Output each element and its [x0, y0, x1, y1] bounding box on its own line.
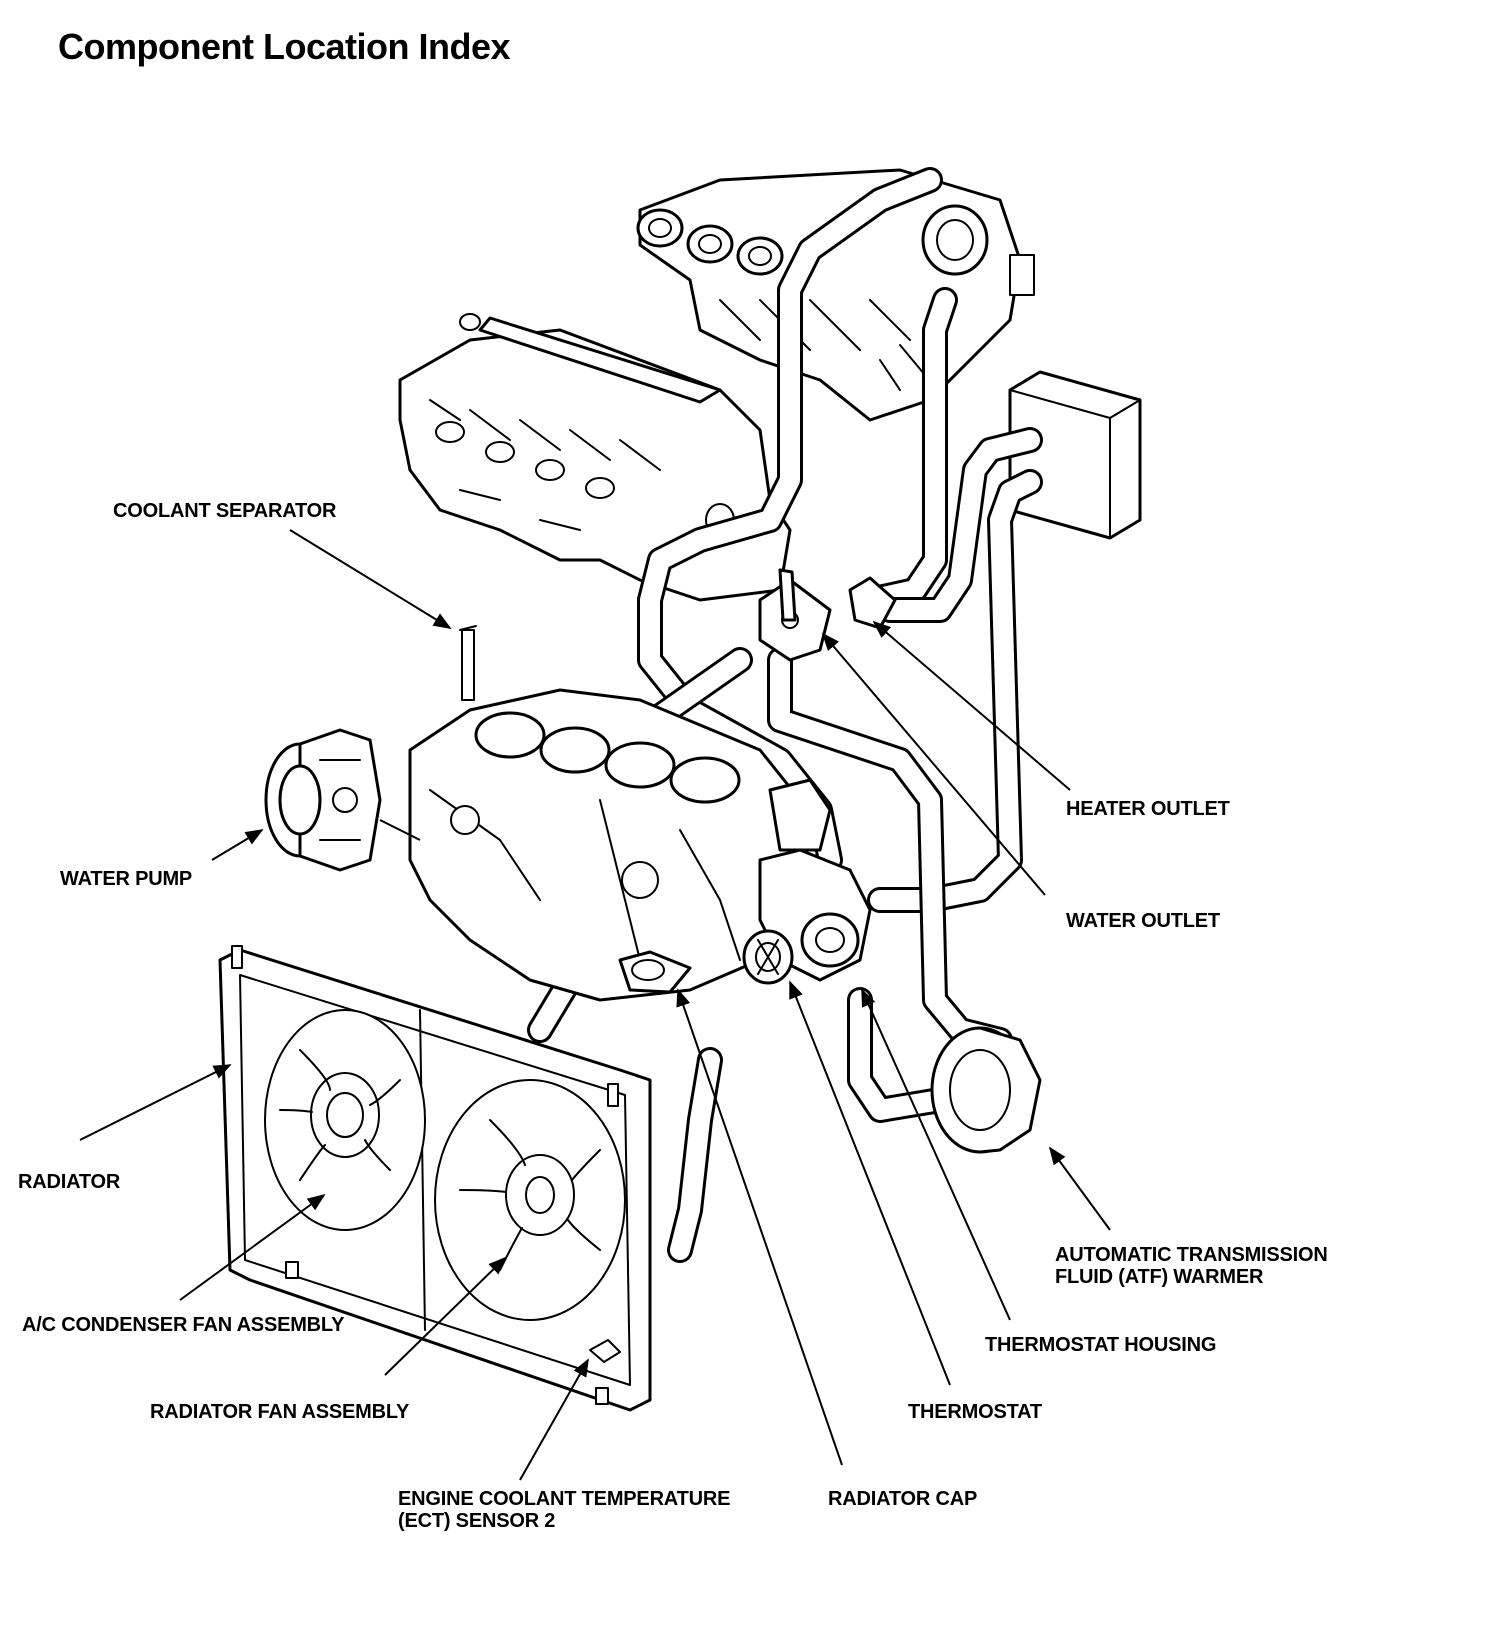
atf-warmer — [930, 1026, 1042, 1154]
label-water-pump: WATER PUMP — [60, 868, 193, 890]
label-atf-warmer-line2: FLUID (ATF) WARMER — [1055, 1266, 1264, 1288]
cylinder-head — [398, 313, 792, 602]
label-thermostat: THERMOSTAT — [908, 1401, 1042, 1423]
water-pump — [264, 728, 421, 872]
thermostat — [742, 929, 794, 985]
label-atf-warmer: AUTOMATIC TRANSMISSION FLUID (ATF) WARME… — [1055, 1244, 1328, 1288]
label-radiator-fan-assembly: RADIATOR FAN ASSEMBLY — [150, 1401, 410, 1423]
label-water-outlet: WATER OUTLET — [1066, 910, 1220, 932]
label-ect-sensor-line2: (ECT) SENSOR 2 — [398, 1510, 556, 1532]
thermostat-housing — [758, 778, 872, 982]
label-ect-sensor: ENGINE COOLANT TEMPERATURE (ECT) SENSOR … — [398, 1488, 730, 1532]
label-thermostat-housing: THERMOSTAT HOUSING — [985, 1334, 1217, 1356]
page-title: Component Location Index — [58, 26, 511, 67]
leader-lines — [79, 529, 1111, 1481]
water-outlet-fitting — [758, 568, 832, 662]
radiator-assembly — [218, 945, 652, 1412]
label-heater-outlet: HEATER OUTLET — [1066, 798, 1230, 820]
radiator-cap — [618, 950, 692, 994]
label-coolant-separator: COOLANT SEPARATOR — [113, 500, 337, 522]
coolant-separator — [459, 625, 477, 701]
label-radiator: RADIATOR — [18, 1171, 121, 1193]
label-atf-warmer-line1: AUTOMATIC TRANSMISSION — [1055, 1244, 1328, 1266]
engine-block — [408, 688, 802, 1002]
label-radiator-cap: RADIATOR CAP — [828, 1488, 978, 1510]
heater-core — [1008, 370, 1142, 540]
heater-outlet-fitting — [848, 576, 897, 630]
label-ect-sensor-line1: ENGINE COOLANT TEMPERATURE — [398, 1488, 731, 1510]
label-ac-condenser-fan-assembly: A/C CONDENSER FAN ASSEMBLY — [22, 1314, 345, 1336]
